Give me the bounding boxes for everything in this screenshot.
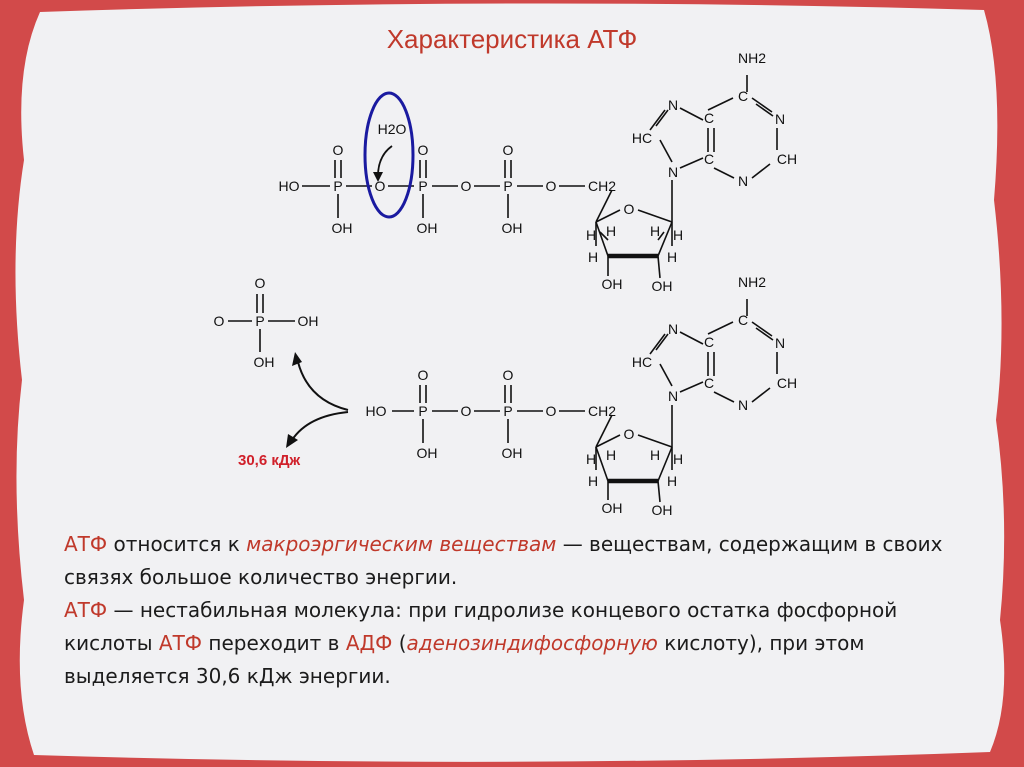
atp-p3-oh-label: OH <box>502 220 523 236</box>
atp-c4-label: C <box>704 151 714 167</box>
adp-n9-label: N <box>668 388 678 404</box>
atp-p3-o-label: O <box>503 142 514 158</box>
adp-hc-label: HC <box>632 354 652 370</box>
paragraph-1-text-a: относится к <box>107 532 247 556</box>
atp-c6-label: C <box>738 88 748 104</box>
atp-bridge-o2-label: O <box>461 178 472 194</box>
atp-h6-label: H <box>667 249 677 265</box>
adp-bridge-o2-label: O <box>546 403 557 419</box>
atp-ribose-o-label: O <box>624 201 635 217</box>
adp-ch-label: CH <box>777 375 797 391</box>
adf-term: АДФ <box>345 631 393 655</box>
description-text: АТФ относится к макроэргическим вещества… <box>64 528 954 693</box>
atp-n7-label: N <box>668 97 678 113</box>
atp-hc-label: HC <box>632 130 652 146</box>
adp-oh-2-label: OH <box>602 500 623 516</box>
atp-ho-label: HO <box>279 178 300 194</box>
phosphate-oh-right-label: OH <box>298 313 319 329</box>
adp-p1-oh-label: OH <box>417 445 438 461</box>
adp-n1-label: N <box>775 335 785 351</box>
atp-bridge-o1-label: O <box>375 178 386 194</box>
adp-h4-label: H <box>673 451 683 467</box>
adp-h3-label: H <box>650 447 660 463</box>
adp-p2-oh-label: OH <box>502 445 523 461</box>
paragraph-2-text-a: — нестабильная молекула: при гидролизе к… <box>64 598 898 655</box>
adp-c4-label: C <box>704 375 714 391</box>
energy-release-arrow <box>291 411 349 441</box>
adp-ho-label: HO <box>366 403 387 419</box>
atp-p1-label: P <box>333 178 342 194</box>
paragraph-2-text-d: кислоту), при этом выделяется 30,6 кДж э… <box>64 631 865 688</box>
water-attack-arrow <box>377 145 393 177</box>
phosphate-o-left-label: O <box>214 313 225 329</box>
adp-ribose-o-label: O <box>624 426 635 442</box>
atp-p3-label: P <box>503 178 512 194</box>
adp-n3-label: N <box>738 397 748 413</box>
adp-h6-label: H <box>667 473 677 489</box>
adp-oh-3-label: OH <box>652 502 673 518</box>
atp-oh-2-label: OH <box>602 276 623 292</box>
atp-ch-label: CH <box>777 151 797 167</box>
atp-c5-label: C <box>704 110 714 126</box>
atp-oh-3-label: OH <box>652 278 673 294</box>
hydrolysis-highlight-ellipse <box>363 91 415 219</box>
phosphate-release-arrow <box>297 361 349 411</box>
atp-n3-label: N <box>738 173 748 189</box>
atp-h1-label: H <box>586 227 596 243</box>
adp-h2-label: H <box>606 447 616 463</box>
atp-n9-label: N <box>668 164 678 180</box>
atp-nh2-label: NH2 <box>738 50 766 66</box>
adp-h1-label: H <box>586 451 596 467</box>
atf-term-3: АТФ <box>158 631 203 655</box>
paragraph-1: АТФ относится к макроэргическим вещества… <box>64 528 954 594</box>
adp-p2-o-label: O <box>503 367 514 383</box>
adp-bridge-o1-label: O <box>461 403 472 419</box>
atp-h5-label: H <box>588 249 598 265</box>
atp-p1-o-label: O <box>333 142 344 158</box>
atp-n1-label: N <box>775 111 785 127</box>
adp-c5-label: C <box>704 334 714 350</box>
atp-h2-label: H <box>606 223 616 239</box>
paragraph-2-text-c: ( <box>392 631 407 655</box>
slide-title: Характеристика АТФ <box>386 24 638 54</box>
phosphate-o-top-label: O <box>255 275 266 291</box>
energy-label: 30,6 кДж <box>238 452 301 469</box>
atp-p1-oh-label: OH <box>332 220 353 236</box>
paragraph-2: АТФ — нестабильная молекула: при гидроли… <box>64 594 954 693</box>
adp-ch2-label: CH2 <box>588 403 616 419</box>
atp-h4-label: H <box>673 227 683 243</box>
adp-n7-label: N <box>668 321 678 337</box>
atf-term: АТФ <box>64 532 108 556</box>
paragraph-2-text-b: переходит в <box>202 631 346 655</box>
atp-bridge-o3-label: O <box>546 178 557 194</box>
macroergic-term: макроэргическим веществам <box>246 532 557 556</box>
atp-p2-o-label: O <box>418 142 429 158</box>
adp-c6-label: C <box>738 312 748 328</box>
adp-p1-label: P <box>418 403 427 419</box>
adp-nh2-label: NH2 <box>738 274 766 290</box>
atp-p2-oh-label: OH <box>417 220 438 236</box>
phosphate-p-label: P <box>255 313 264 329</box>
water-label: H2O <box>378 121 407 137</box>
adp-p2-label: P <box>503 403 512 419</box>
atf-term-2: АТФ <box>64 598 108 622</box>
atp-p2-label: P <box>418 178 427 194</box>
adp-p1-o-label: O <box>418 367 429 383</box>
phosphate-oh-bottom-label: OH <box>254 354 275 370</box>
atp-h3-label: H <box>650 223 660 239</box>
paper-background <box>15 3 1005 762</box>
adp-h5-label: H <box>588 473 598 489</box>
paragraph-1-text-b: — веществам, содержащим в своих связях б… <box>64 532 943 589</box>
adf-full-term: аденозиндифосфорную <box>406 631 658 655</box>
atp-ch2-label: CH2 <box>588 178 616 194</box>
